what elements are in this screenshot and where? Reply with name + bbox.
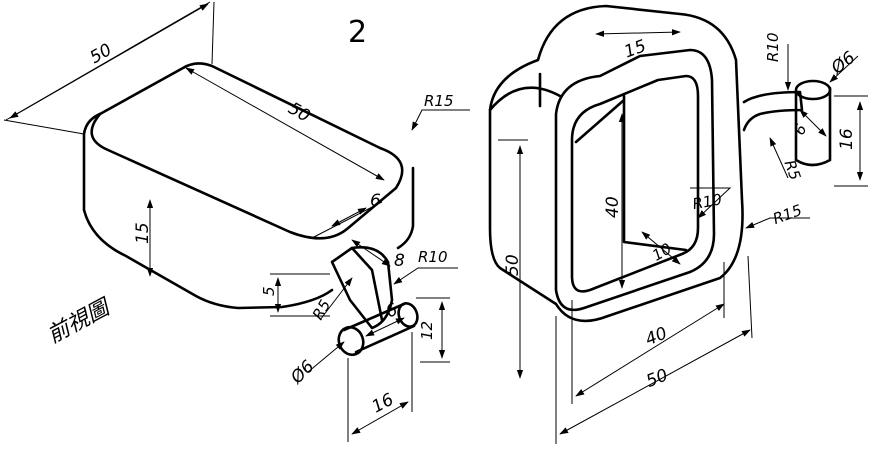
left-lug-thickness-label: 6 bbox=[370, 191, 381, 211]
right-pin-diameter-label: Ø6 bbox=[827, 48, 859, 79]
figure-number: 2 bbox=[348, 15, 367, 50]
right-inner-opening bbox=[570, 74, 700, 293]
right-arm-fillet-label: R5 bbox=[781, 158, 805, 183]
left-lug-radius-label: R10 bbox=[418, 248, 448, 266]
right-pin-length-label: 6 bbox=[790, 121, 810, 138]
left-pin-span-label: 16 bbox=[369, 390, 398, 418]
right-outer-radius-label: R15 bbox=[770, 201, 804, 228]
left-overall-length-label: 50 bbox=[87, 40, 116, 68]
right-inner-length-label: 40 bbox=[643, 323, 671, 350]
left-body-top-face bbox=[90, 62, 404, 240]
view-caption: 前視圖 bbox=[43, 294, 116, 348]
left-height-label: 15 bbox=[133, 222, 153, 244]
right-pin-height-label: 16 bbox=[837, 128, 857, 150]
left-pin-end bbox=[337, 325, 365, 357]
right-inner-height-label: 40 bbox=[603, 196, 623, 218]
right-inner-depth-label: 10 bbox=[649, 240, 675, 265]
right-arm-radius-label: R10 bbox=[764, 32, 782, 62]
right-outer-frame bbox=[488, 4, 744, 323]
left-body-right-wall bbox=[396, 166, 415, 250]
right-outer-height-label: 50 bbox=[503, 254, 523, 276]
right-inner-back bbox=[574, 94, 688, 252]
right-outer-length-label: 50 bbox=[643, 365, 671, 392]
right-wall-width-label: 15 bbox=[622, 36, 649, 62]
right-frame-side bbox=[488, 72, 562, 112]
right-pin-top bbox=[794, 79, 832, 101]
left-isometric-view: 50 50 R15 15 6 8 R10 5 R5 6 bbox=[3, 1, 470, 442]
left-pin-height-label: 12 bbox=[418, 321, 436, 340]
right-inner-radius-label: R10 bbox=[691, 190, 723, 213]
left-pin-offset-label: 5 bbox=[260, 286, 278, 296]
right-pin bbox=[794, 86, 832, 167]
left-corner-radius-label: R15 bbox=[424, 92, 454, 110]
right-arm bbox=[742, 90, 804, 132]
left-lug-offset-label: 8 bbox=[394, 251, 405, 271]
left-pin-diameter-label: Ø6 bbox=[286, 357, 318, 389]
right-isometric-view: 15 50 40 R10 10 40 50 R15 R10 Ø6 bbox=[488, 4, 868, 444]
left-body-side-wall bbox=[82, 132, 334, 310]
